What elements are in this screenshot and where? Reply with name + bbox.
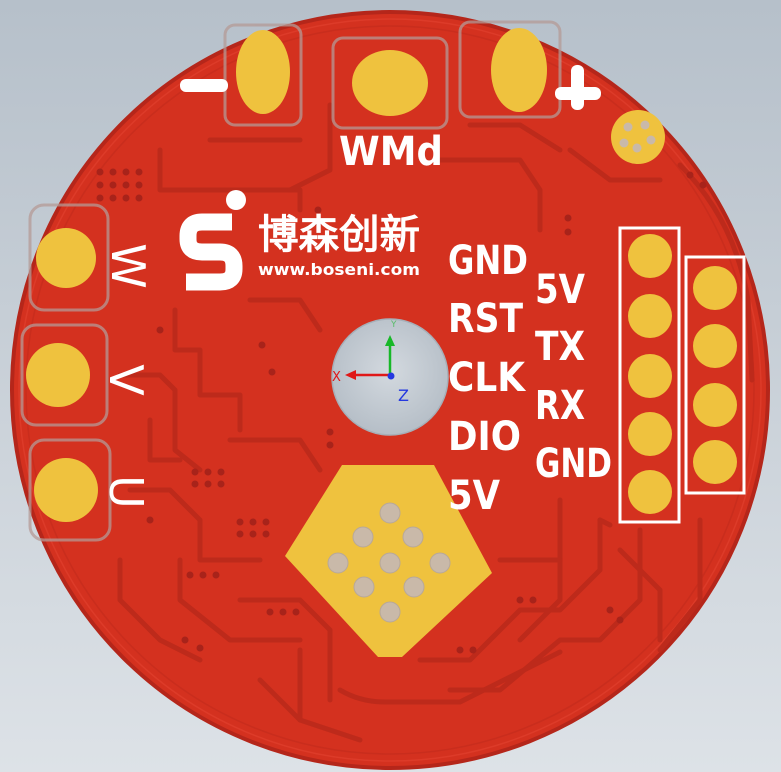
motor-phase-pads xyxy=(26,228,98,522)
uart-label-rx: RX xyxy=(535,383,585,429)
uart-label-tx: TX xyxy=(535,324,585,370)
phase-v-label: V xyxy=(99,364,153,396)
swd-label-clk: CLK xyxy=(448,355,527,401)
swd-label-gnd: GND xyxy=(448,238,528,284)
swd-label-5v: 5V xyxy=(448,473,500,519)
logo-chinese-name: 博森创新 xyxy=(258,212,420,258)
phase-u-label: U xyxy=(99,475,153,509)
plus-sign-icon xyxy=(555,65,601,110)
logo-url: www.boseni.com xyxy=(258,260,420,279)
pwm-terminal-pad xyxy=(352,50,428,116)
mounting-hole-icon: X Y Z xyxy=(331,318,449,436)
swd-header xyxy=(618,226,681,524)
boseni-s-logo-icon xyxy=(179,190,246,291)
uart-pin-tx xyxy=(693,324,737,368)
uart-header xyxy=(684,255,746,495)
axis-gizmo: X Y Z xyxy=(332,320,409,405)
uart-pin-5v xyxy=(693,266,737,310)
swd-pin-5v xyxy=(628,470,672,514)
uart-label-5v: 5V xyxy=(535,267,585,313)
swd-pin-rst xyxy=(628,294,672,338)
positive-terminal-pad xyxy=(491,28,547,112)
axis-x-label: X xyxy=(332,370,341,385)
copper-traces xyxy=(117,102,755,743)
swd-pin-clk xyxy=(628,354,672,398)
swd-pin-dio xyxy=(628,412,672,456)
uart-pin-rx xyxy=(693,383,737,427)
swd-pin-gnd xyxy=(628,234,672,278)
swd-label-rst: RST xyxy=(448,296,524,342)
negative-terminal-pad xyxy=(236,30,290,114)
top-terminal-pads xyxy=(236,28,547,116)
phase-v-pad xyxy=(26,343,90,407)
axis-z-label: Z xyxy=(398,386,409,405)
vias xyxy=(96,168,707,654)
minus-sign-icon xyxy=(180,79,228,92)
swd-label-dio: DIO xyxy=(448,414,521,460)
phase-w-label: W xyxy=(101,243,155,288)
thermal-via-pad xyxy=(611,110,665,164)
phase-u-pad xyxy=(34,458,98,522)
uart-pin-gnd xyxy=(693,440,737,484)
pad-keepout-outlines xyxy=(20,20,562,542)
axis-y-label: Y xyxy=(390,320,397,330)
uart-label-gnd: GND xyxy=(535,441,612,487)
phase-w-pad xyxy=(36,228,96,288)
ground-pad xyxy=(285,465,492,657)
pwm-label: WMd xyxy=(339,129,443,175)
